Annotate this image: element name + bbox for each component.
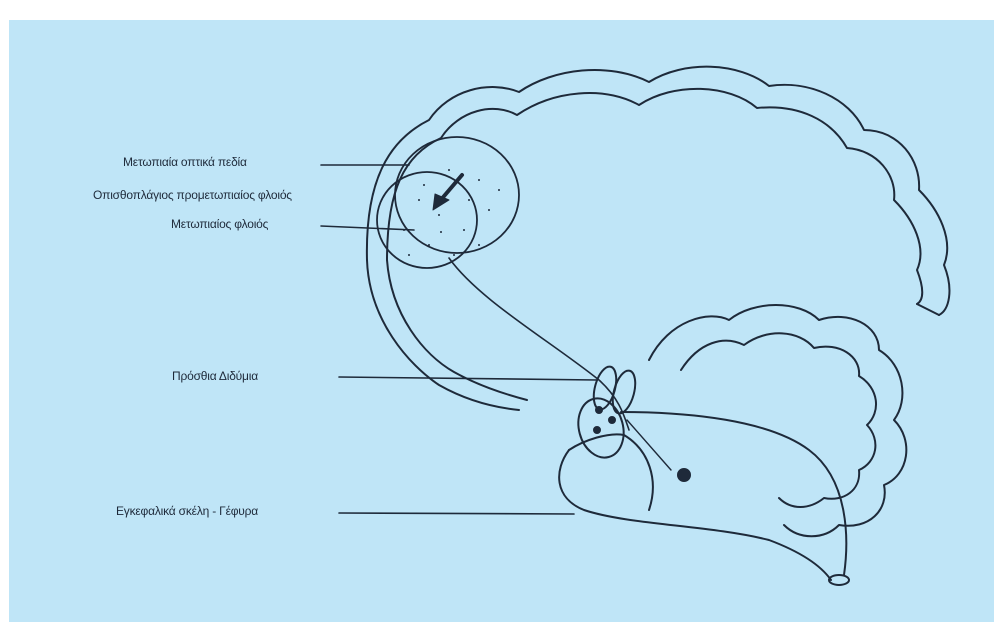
thalamic-nucleus-1: [596, 407, 602, 413]
label-cerebral-peduncles-pons: Εγκεφαλικά σκέλη - Γέφυρα: [116, 504, 258, 518]
cerebellum-inner: [681, 333, 876, 507]
arrow-icon: [433, 175, 462, 210]
leader-peduncles-pons: [339, 513, 574, 514]
prefrontal-circle: [377, 172, 477, 268]
brain-sagittal-diagram: [9, 20, 994, 622]
thalamus-loop-right: [609, 368, 640, 416]
frontal-eye-fields-circle: [395, 137, 519, 253]
cerebellum-outer: [649, 305, 906, 536]
label-anterior-thalamus: Πρόσθια Διδύμια: [172, 369, 258, 383]
cortex-inner-contour: [387, 89, 922, 304]
pons-bulge: [569, 434, 653, 510]
stipple-texture: [403, 169, 500, 256]
projection-pathway: [449, 258, 629, 430]
label-frontal-eye-fields: Μετωπιαία οπτικά πεδία: [123, 155, 247, 169]
pontine-nucleus: [678, 469, 690, 481]
cortex-outer-contour: [367, 67, 950, 315]
label-dorsolateral-prefrontal: Οπισθοπλάγιος προμετωπιαίος φλοιός: [93, 188, 292, 202]
diagram-panel: Μετωπιαία οπτικά πεδία Οπισθοπλάγιος προ…: [9, 20, 994, 622]
brainstem-back: [621, 412, 846, 575]
thalamic-nucleus-2: [609, 417, 615, 423]
thalamus-lower-region: [572, 393, 630, 462]
cortex-bottom-line: [917, 304, 939, 315]
thalamic-nucleus-3: [594, 427, 600, 433]
label-frontal-cortex: Μετωπιαίος φλοιός: [171, 217, 268, 231]
brainstem-front: [559, 450, 831, 580]
